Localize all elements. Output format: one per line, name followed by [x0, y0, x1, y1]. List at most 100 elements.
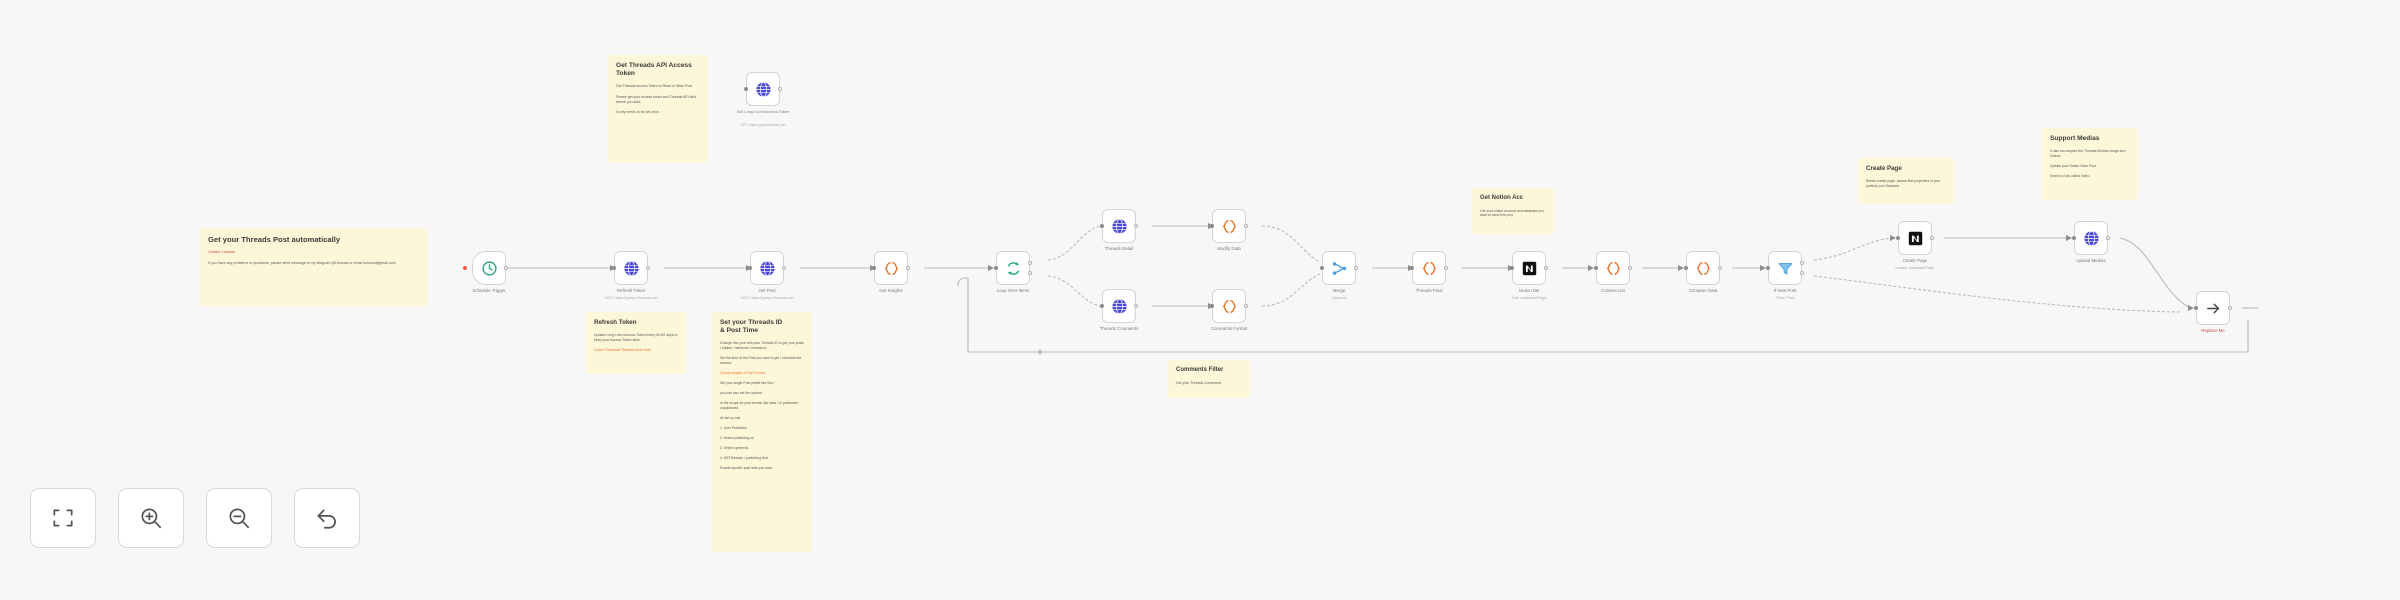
node-merge[interactable]: Merge Append [1320, 251, 1358, 300]
zoom-to-fit-button[interactable] [30, 488, 96, 548]
input-port[interactable] [1594, 266, 1598, 270]
sticky-note-comments-filter[interactable]: Comments Filter Get your Threads Comment… [1168, 360, 1250, 398]
output-port[interactable] [1628, 266, 1632, 270]
output-port[interactable] [2106, 236, 2110, 240]
arrow-right-icon [2206, 303, 2219, 313]
sticky-paragraph: Get your Threads Comments [1176, 380, 1222, 385]
node-modify-data[interactable]: Modify Data [1210, 209, 1248, 251]
node-threads-final[interactable]: Threads Final [1410, 251, 1448, 293]
input-port[interactable] [1510, 266, 1514, 270]
node-get-post[interactable]: Get Post GET: https://graph.threads.net [740, 251, 794, 300]
input-port[interactable] [1320, 266, 1324, 270]
sticky-paragraph: It only needs to be set once. [616, 109, 660, 114]
node-label: Compare Data [1688, 288, 1718, 293]
sticky-note-get-notion-acc[interactable]: Get Notion Acc Get your notion account a… [1472, 188, 1554, 234]
output-port[interactable] [1444, 266, 1448, 270]
node-comments-format[interactable]: Comments Format [1210, 289, 1248, 331]
sticky-note-threads-id-post-time[interactable]: Set your Threads ID & Post Time Change t… [712, 312, 812, 552]
sticky-paragraph: 4. GET/threads / publishing limit [720, 455, 769, 460]
zoom-out-button[interactable] [206, 488, 272, 548]
output-port[interactable] [504, 266, 508, 270]
input-port[interactable] [748, 266, 752, 270]
output-port[interactable] [1134, 304, 1138, 308]
node-upload-medias[interactable]: Upload Medias [2072, 221, 2110, 263]
notion-icon [1522, 261, 1536, 275]
node-label: Comments Format [1210, 326, 1248, 331]
node-label: Get Long Lived Access Token [736, 109, 790, 114]
input-port[interactable] [1210, 224, 1214, 228]
node-content-list[interactable]: Content List [1594, 251, 1632, 293]
sticky-note-create-page[interactable]: Create Page Before create page, please f… [1858, 158, 1954, 204]
code-icon [884, 261, 898, 275]
input-port[interactable] [1100, 224, 1104, 228]
sticky-note-refresh-token[interactable]: Refresh Token Update Long Lived Access T… [586, 312, 686, 374]
node-sublabel: create: databasePage [1895, 265, 1935, 270]
input-port[interactable] [612, 266, 616, 270]
sticky-paragraph: Enable specific post data you want [720, 465, 773, 470]
input-port[interactable] [1410, 266, 1414, 270]
sticky-title: Set your Threads ID & Post Time [720, 319, 783, 335]
reset-zoom-button[interactable] [294, 488, 360, 548]
node-notion-db[interactable]: Notion DB Get: databasePage [1510, 251, 1548, 300]
input-port[interactable] [994, 266, 998, 270]
node-create-page[interactable]: Create Page create: databasePage [1895, 221, 1935, 270]
output-port[interactable] [2228, 306, 2232, 310]
input-port[interactable] [1100, 304, 1104, 308]
node-replace-me[interactable]: Replace Me [2194, 291, 2232, 333]
node-sublabel: GET: https://graph.threads.net [740, 295, 794, 300]
canvas-toolbar[interactable] [30, 488, 360, 548]
node-loop-over-items[interactable]: Loop Over Items [994, 251, 1032, 293]
zoom-in-button[interactable] [118, 488, 184, 548]
node-if-new-post[interactable]: If New Post Filter Post [1766, 251, 1804, 300]
node-get-long-lived-token[interactable]: Get Long Lived Access Token GET: https:/… [737, 72, 789, 127]
output-port[interactable] [906, 266, 910, 270]
output-port-loop[interactable] [1028, 271, 1032, 276]
input-port[interactable] [1210, 304, 1214, 308]
input-port[interactable] [744, 87, 748, 91]
node-label: Schedule Trigger [472, 288, 506, 293]
output-port-false[interactable] [1800, 271, 1804, 276]
sticky-note-threads-api-token[interactable]: Get Threads API Access Token Get Threads… [608, 55, 708, 163]
code-icon [1222, 219, 1236, 233]
input-port[interactable] [1896, 236, 1900, 240]
node-get-insights[interactable]: Get Insights [872, 251, 910, 293]
input-port[interactable] [1684, 266, 1688, 270]
sticky-paragraph: Please get your access token and Threads… [616, 94, 697, 104]
node-schedule-trigger[interactable]: Schedule Trigger [463, 251, 508, 293]
clock-icon [481, 260, 497, 276]
input-port[interactable] [2194, 306, 2198, 310]
node-refresh-token[interactable]: Refresh Token GET: https://graph.threads… [604, 251, 658, 300]
input-port[interactable] [2072, 236, 2076, 240]
filter-icon [1778, 262, 1792, 275]
node-label: Threads Detail [1104, 246, 1134, 251]
output-port[interactable] [1718, 266, 1722, 270]
output-port[interactable] [1244, 224, 1248, 228]
sticky-note-support-medias[interactable]: Support Medias It also can acquire the T… [2042, 128, 2138, 200]
output-port[interactable] [782, 266, 786, 270]
code-icon [1606, 261, 1620, 275]
loop-icon [1007, 261, 1019, 275]
output-port-done[interactable] [1028, 260, 1032, 265]
sticky-title: Get your Threads Post automatically [208, 235, 341, 244]
zoom-in-icon [141, 508, 162, 529]
node-sublabel: Append [1332, 295, 1346, 300]
output-port-true[interactable] [1800, 260, 1804, 265]
node-label: Modify Data [1217, 246, 1241, 251]
output-port[interactable] [1354, 266, 1358, 270]
output-port[interactable] [778, 87, 782, 91]
sticky-paragraph: All set up call [720, 415, 740, 420]
output-port[interactable] [646, 266, 650, 270]
node-threads-comments[interactable]: Threads Comments [1100, 289, 1138, 331]
input-port[interactable] [872, 266, 876, 270]
node-label: Threads Comments [1099, 326, 1139, 331]
node-threads-detail[interactable]: Threads Detail [1100, 209, 1138, 251]
output-port[interactable] [1930, 236, 1934, 240]
output-port[interactable] [1244, 304, 1248, 308]
node-sublabel: GET: https://graph.threads.net [604, 295, 658, 300]
output-port[interactable] [1544, 266, 1548, 270]
node-compare-data[interactable]: Compare Data [1684, 251, 1722, 293]
input-port[interactable] [1766, 266, 1770, 270]
output-port[interactable] [1134, 224, 1138, 228]
sticky-note-get-threads-post-auto[interactable]: Get your Threads Post automatically Crea… [200, 228, 428, 306]
